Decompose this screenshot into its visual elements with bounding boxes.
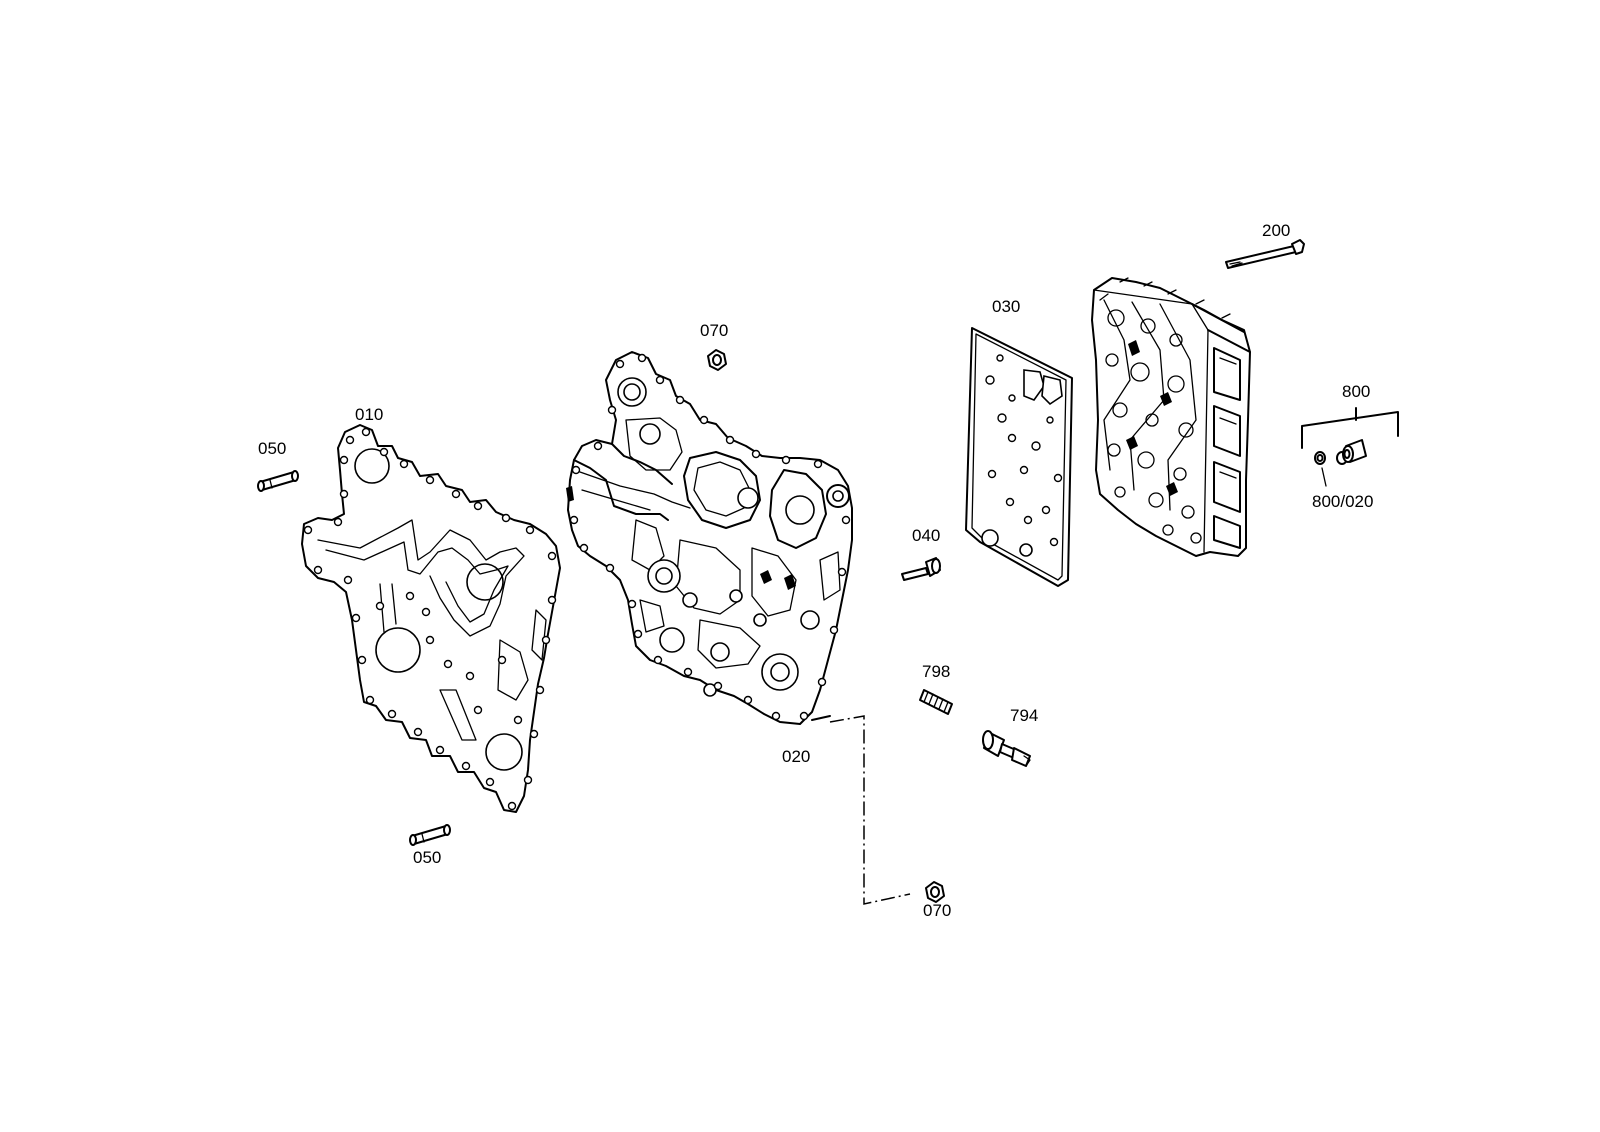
label-part-800-020: 800/020: [1312, 492, 1373, 511]
label-part-070-top: 070: [700, 321, 728, 340]
label-part-800: 800: [1342, 382, 1370, 401]
part-010-gasket-plate: [301, 424, 561, 813]
part-798-spring: [919, 689, 953, 715]
label-part-070-bottom: 070: [923, 901, 951, 920]
part-040-bolt: [901, 557, 941, 581]
label-part-030: 030: [992, 297, 1020, 316]
part-020-valve-housing: [566, 351, 853, 725]
label-part-798: 798: [922, 662, 950, 681]
label-part-050-bottom: 050: [413, 848, 441, 867]
label-part-010: 010: [355, 405, 383, 424]
label-part-020: 020: [782, 747, 810, 766]
part-050-dowel-pin-top: [257, 470, 299, 492]
part-070-nut-bottom: [925, 881, 945, 903]
label-part-040: 040: [912, 526, 940, 545]
label-part-200: 200: [1262, 221, 1290, 240]
part-050-dowel-pin-bottom: [409, 824, 451, 846]
part-794-valve-spool: [982, 730, 1031, 767]
valve-body-block: [1091, 277, 1251, 557]
assembly-leader-line: [829, 715, 911, 905]
label-part-794: 794: [1010, 706, 1038, 725]
part-800-plug-assembly: [1301, 407, 1399, 487]
label-part-050-top: 050: [258, 439, 286, 458]
part-070-nut-top: [707, 349, 727, 371]
part-030-intermediate-plate: [965, 327, 1073, 587]
part-200-bolt: [1225, 239, 1305, 269]
